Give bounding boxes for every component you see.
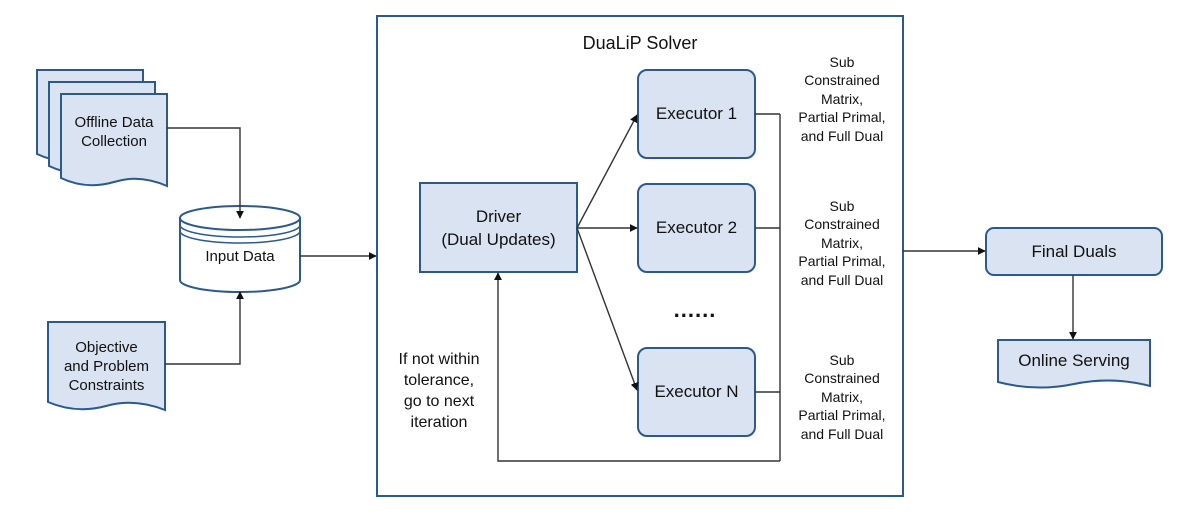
input-data-database	[179, 205, 301, 293]
executor-2-label: Executor 2	[655, 218, 738, 237]
feedback-loop-arrow	[494, 272, 780, 462]
objective-label: Objective and Problem Constraints	[63, 338, 150, 394]
executor-ellipsis: ......	[673, 297, 717, 322]
offline-to-input-arrow	[167, 127, 244, 219]
driver-to-executor-n-arrow	[576, 227, 639, 391]
online-serving-document	[997, 339, 1151, 389]
objective-document	[47, 321, 166, 412]
loop-note: If not within tolerance, go to next iter…	[398, 351, 480, 431]
online-serving-label: Online Serving	[1018, 351, 1130, 370]
objective-to-input-arrow	[165, 291, 244, 365]
driver-to-executor-1-arrow	[576, 114, 638, 229]
driver-label: Driver (Dual Updates)	[441, 206, 556, 249]
input-data-label: Input Data	[205, 247, 275, 265]
final-duals-node	[985, 227, 1163, 276]
sub-note-executor-n: Sub Constrained Matrix, Partial Primal, …	[798, 351, 886, 442]
offline-data-label: Offline Data Collection	[74, 114, 154, 150]
executor-1-label: Executor 1	[655, 104, 738, 123]
executor-n-label: Executor N	[654, 382, 739, 401]
solver-container	[376, 15, 904, 497]
solver-title: DuaLiP Solver	[582, 32, 698, 53]
sub-note-executor-2: Sub Constrained Matrix, Partial Primal, …	[798, 197, 886, 288]
sub-note-executor-1: Sub Constrained Matrix, Partial Primal, …	[798, 53, 886, 144]
final-duals-label: Final Duals	[1031, 241, 1117, 261]
offline-data-stack	[36, 69, 168, 188]
